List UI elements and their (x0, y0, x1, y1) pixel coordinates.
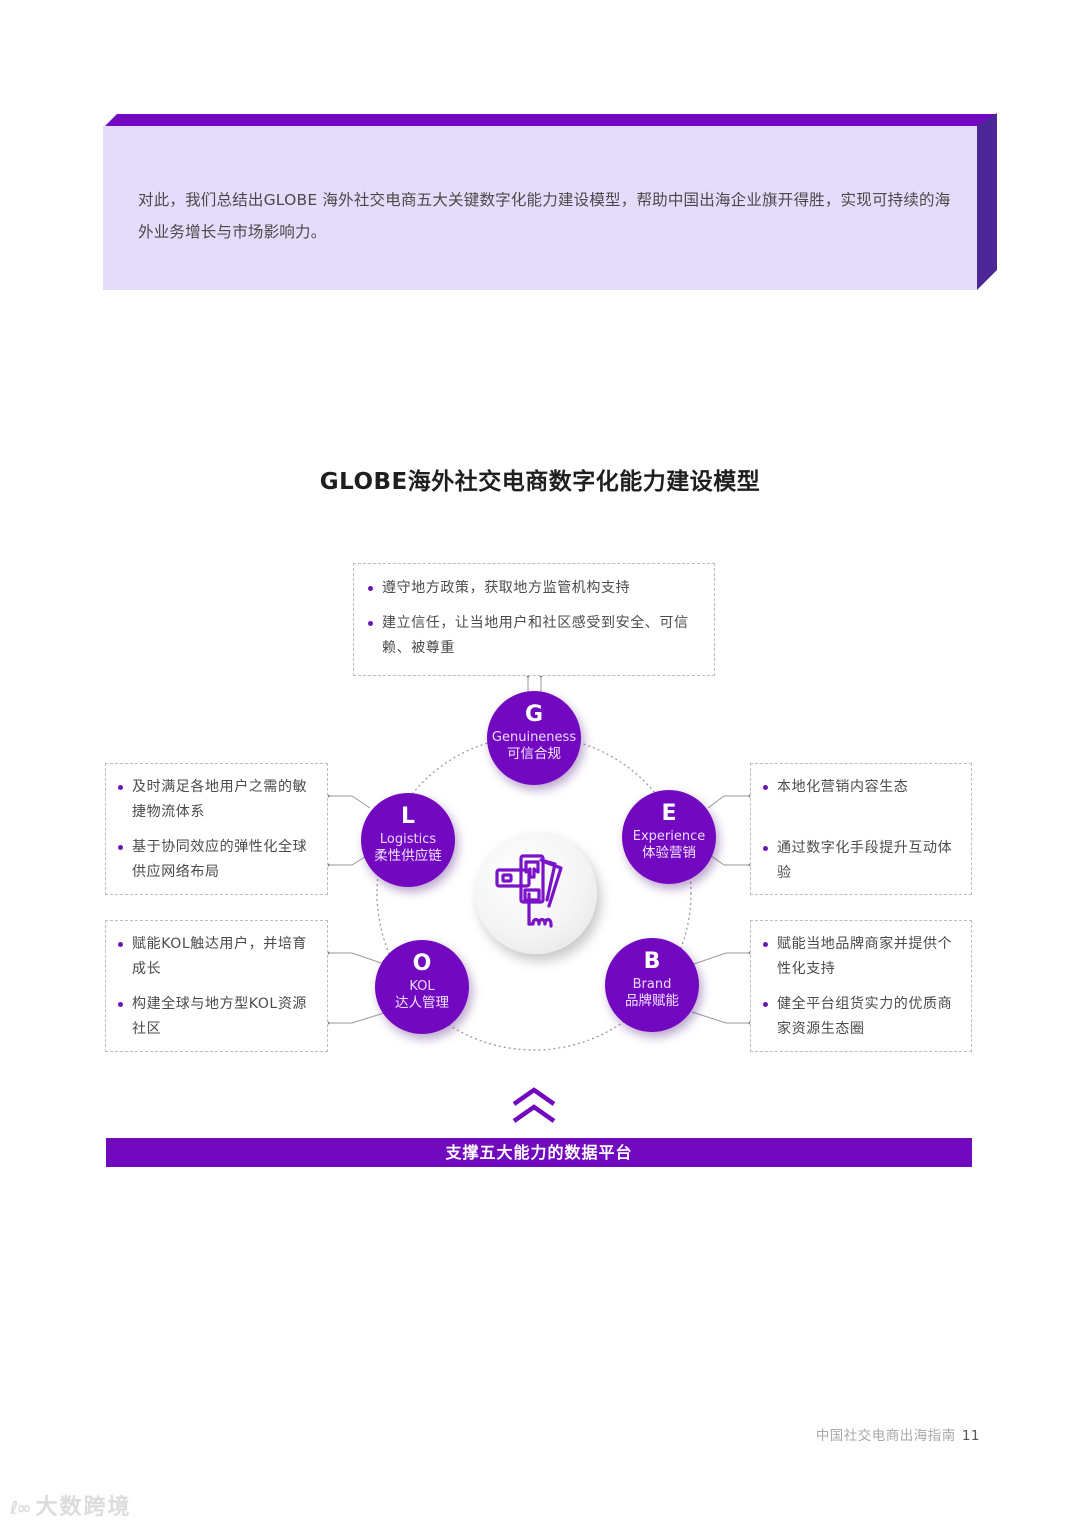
logistics-detail-box: 及时满足各地用户之需的敏捷物流体系 基于协同效应的弹性化全球供应网络布局 (105, 763, 328, 895)
node-zh-brand: 品牌赋能 (625, 993, 679, 1009)
kol-detail-box: 赋能KOL触达用户，并培育成长 构建全球与地方型KOL资源社区 (105, 920, 328, 1052)
node-en-genuineness: Genuineness (491, 730, 577, 745)
node-experience: E Experience 体验营销 (622, 790, 716, 884)
genuineness-point-2: 建立信任，让当地用户和社区感受到安全、可信赖、被尊重 (360, 611, 704, 661)
kol-point-2: 构建全球与地方型KOL资源社区 (110, 992, 319, 1042)
logistics-point-2: 基于协同效应的弹性化全球供应网络布局 (110, 835, 319, 885)
genuineness-detail-box: 遵守地方政策，获取地方监管机构支持 建立信任，让当地用户和社区感受到安全、可信赖… (353, 563, 715, 676)
logistics-point-1: 及时满足各地用户之需的敏捷物流体系 (110, 775, 319, 825)
publication-name: 中国社交电商出海指南 (815, 1428, 956, 1444)
page-footer: 中国社交电商出海指南 11 (816, 1424, 980, 1444)
node-zh-experience: 体验营销 (642, 845, 696, 861)
node-zh-logistics: 柔性供应链 (374, 848, 442, 864)
brand-detail-box: 赋能当地品牌商家并提供个性化支持 健全平台组货实力的优质商家资源生态圈 (750, 920, 972, 1052)
mobile-shopping-payment-icon (495, 854, 563, 928)
experience-detail-box: 本地化营销内容生态 通过数字化手段提升互动体验 (750, 763, 972, 895)
node-letter-l: L (400, 804, 416, 829)
node-letter-o: O (412, 951, 432, 976)
kol-point-1: 赋能KOL触达用户，并培育成长 (110, 932, 319, 982)
node-kol: O KOL 达人管理 (375, 940, 469, 1034)
page-number: 11 (961, 1428, 980, 1444)
node-en-brand: Brand (632, 977, 672, 992)
center-platform-disc (475, 832, 597, 954)
watermark-text: 大数跨境 (35, 1495, 132, 1520)
node-en-kol: KOL (409, 979, 435, 994)
node-zh-kol: 达人管理 (395, 995, 449, 1011)
experience-point-2: 通过数字化手段提升互动体验 (755, 836, 963, 886)
brand-point-2: 健全平台组货实力的优质商家资源生态圈 (755, 992, 963, 1042)
intro-box-top-edge (103, 113, 997, 128)
experience-point-1: 本地化营销内容生态 (755, 775, 963, 800)
node-letter-e: E (661, 801, 677, 826)
node-en-experience: Experience (632, 829, 706, 844)
intro-box (103, 126, 977, 290)
intro-box-side-edge (977, 113, 997, 290)
diagram-title: GLOBE海外社交电商数字化能力建设模型 (319, 469, 761, 495)
watermark-logo-icon: ℓ∞ (10, 1498, 32, 1519)
node-en-logistics: Logistics (379, 832, 437, 847)
node-logistics: L Logistics 柔性供应链 (361, 793, 455, 887)
watermark: ℓ∞大数跨境 (10, 1489, 132, 1521)
node-letter-b: B (643, 949, 661, 974)
double-chevron-up-icon (512, 1087, 556, 1123)
brand-point-1: 赋能当地品牌商家并提供个性化支持 (755, 932, 963, 982)
node-zh-genuineness: 可信合规 (507, 746, 561, 762)
genuineness-point-1: 遵守地方政策，获取地方监管机构支持 (360, 576, 704, 601)
intro-paragraph: 对此，我们总结出GLOBE 海外社交电商五大关键数字化能力建设模型，帮助中国出海… (138, 191, 951, 241)
data-platform-bar: 支撑五大能力的数据平台 (106, 1138, 972, 1167)
node-brand: B Brand 品牌赋能 (605, 938, 699, 1032)
node-letter-g: G (524, 702, 544, 727)
node-genuineness: G Genuineness 可信合规 (487, 691, 581, 785)
